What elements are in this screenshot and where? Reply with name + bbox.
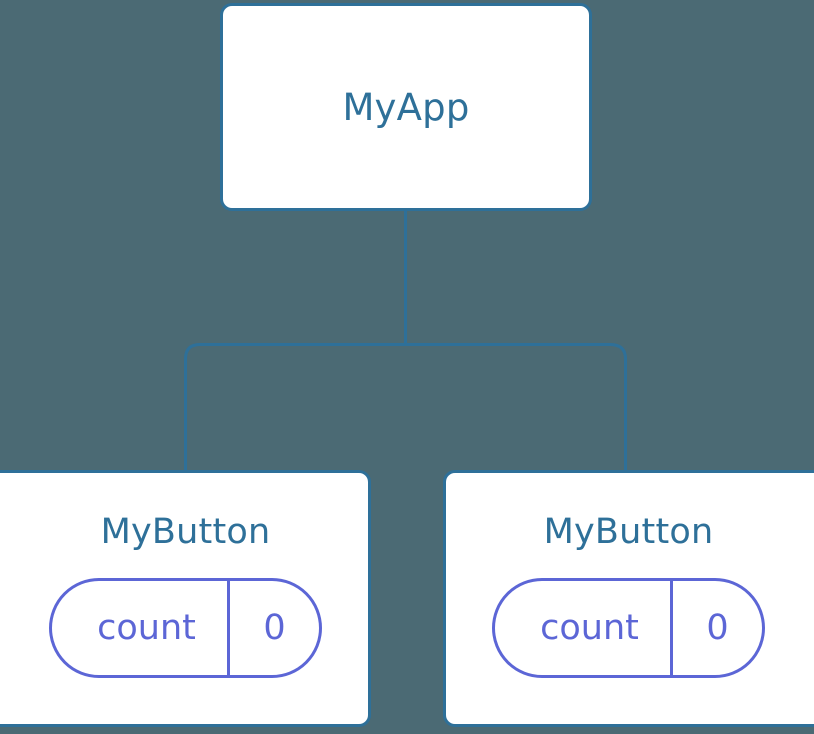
state-key: count (97, 607, 196, 648)
node-title: MyApp (342, 85, 470, 129)
state-key: count (540, 607, 639, 648)
state-value: 0 (670, 581, 762, 675)
node-mybutton-1[interactable]: MyButton count 0 (0, 470, 371, 727)
edge-to-child-right (405, 343, 627, 470)
state-value: 0 (227, 581, 319, 675)
node-mybutton-2[interactable]: MyButton count 0 (443, 470, 814, 727)
node-title: MyButton (100, 512, 271, 552)
state-pill[interactable]: count 0 (492, 578, 765, 678)
node-title: MyButton (543, 512, 714, 552)
state-pill[interactable]: count 0 (49, 578, 322, 678)
node-myapp[interactable]: MyApp (220, 3, 592, 211)
edge-to-child-left (184, 343, 406, 470)
